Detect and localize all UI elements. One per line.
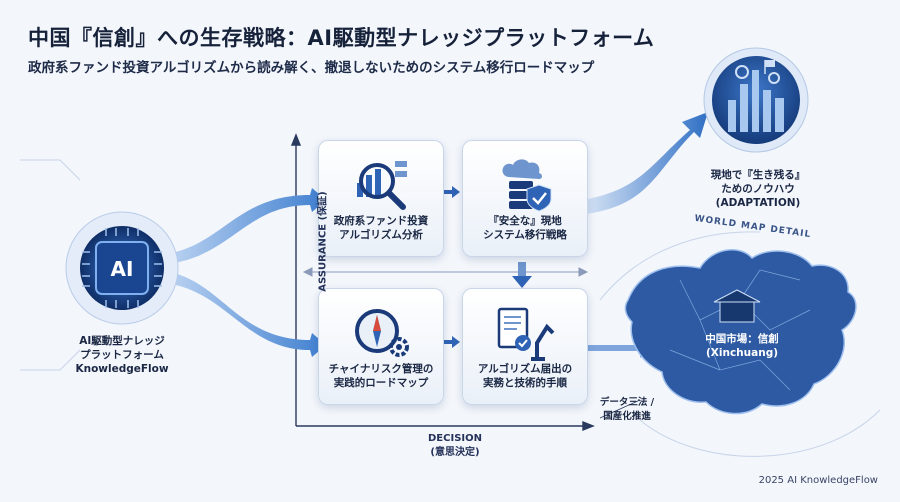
map-label-line2: (Xinchuang) [705, 347, 779, 359]
card-1-line1: 政府系ファンド投資 [333, 215, 429, 227]
axis-y-label: ASSURANCE (保証) [317, 191, 329, 292]
ai-chip-text: AI [111, 257, 134, 281]
card-china-risk[interactable]: チャイナリスク管理の実践的ロードマップ [318, 288, 444, 405]
flow-arrow-upper [150, 188, 326, 265]
quadrant-divider [302, 267, 589, 277]
source-label: AI駆動型ナレッジ プラットフォーム KnowledgeFlow [62, 334, 182, 376]
axis-x-label: DECISION (意思決定) [400, 432, 510, 460]
card-algorithm-filing[interactable]: アルゴリズム届出の実務と技術的手順 [462, 288, 588, 405]
ai-chip-icon: AI [65, 211, 179, 325]
flow-arrow-to-map [582, 338, 654, 358]
rising-arrow [582, 112, 708, 214]
card-3-line2: 実践的ロードマップ [333, 377, 429, 389]
map-note-line2: 国産化推進 [603, 411, 651, 422]
compass-gear-icon [355, 309, 409, 357]
card-4-line2: 実務と技術的手順 [483, 377, 567, 389]
map-note-line1: データ三法 / [599, 397, 655, 408]
source-label-line1: AI駆動型ナレッジ [79, 335, 165, 347]
adaptation-line3: (ADAPTATION) [715, 197, 801, 209]
card-1-line2: アルゴリズム分析 [339, 229, 423, 241]
map-note: データ三法 / 国産化推進 [582, 396, 672, 424]
cloud-server-shield-icon [502, 159, 552, 212]
card-safe-migration[interactable]: 『安全な』現地システム移行戦略 [462, 140, 588, 257]
card-3-line1: チャイナリスク管理の [328, 363, 434, 375]
magnifier-chart-icon [357, 161, 407, 210]
source-label-line2: プラットフォーム [80, 349, 164, 361]
card-2-line1: 『安全な』現地 [488, 215, 562, 227]
note-pointer [599, 399, 641, 419]
adaptation-line2: ためのノウハウ [721, 183, 795, 195]
map-label-line1: 中国市場：信創 [705, 333, 779, 345]
china-map-icon [624, 249, 857, 415]
card-2-line2: システム移行戦略 [483, 229, 567, 241]
circuit-lines [20, 159, 881, 457]
document-robot-arm-icon [497, 307, 555, 361]
map-label: 中国市場：信創 (Xinchuang) [692, 332, 792, 360]
footer-credit: 2025 AI KnowledgeFlow [758, 475, 878, 486]
page-title: 中国『信創』への生存戦略：AI駆動型ナレッジプラットフォーム [28, 26, 655, 50]
adaptation-line1: 現地で『生き残る』 [710, 169, 806, 181]
city-globe-icon [703, 47, 809, 153]
axes [290, 133, 595, 432]
page-subtitle: 政府系ファンド投資アルゴリズムから読み解く、撤退しないためのシステム移行ロードマ… [28, 60, 595, 76]
card-4-line1: アルゴリズム届出の [477, 363, 573, 375]
axis-x-line1: DECISION [428, 433, 482, 444]
axis-x-line2: (意思決定) [430, 447, 480, 458]
adaptation-label: 現地で『生き残る』 ためのノウハウ (ADAPTATION) [700, 168, 816, 210]
source-label-line3: KnowledgeFlow [75, 363, 169, 375]
card-connectors [438, 186, 532, 348]
card-fund-algorithm[interactable]: 政府系ファンド投資アルゴリズム分析 [318, 140, 444, 257]
